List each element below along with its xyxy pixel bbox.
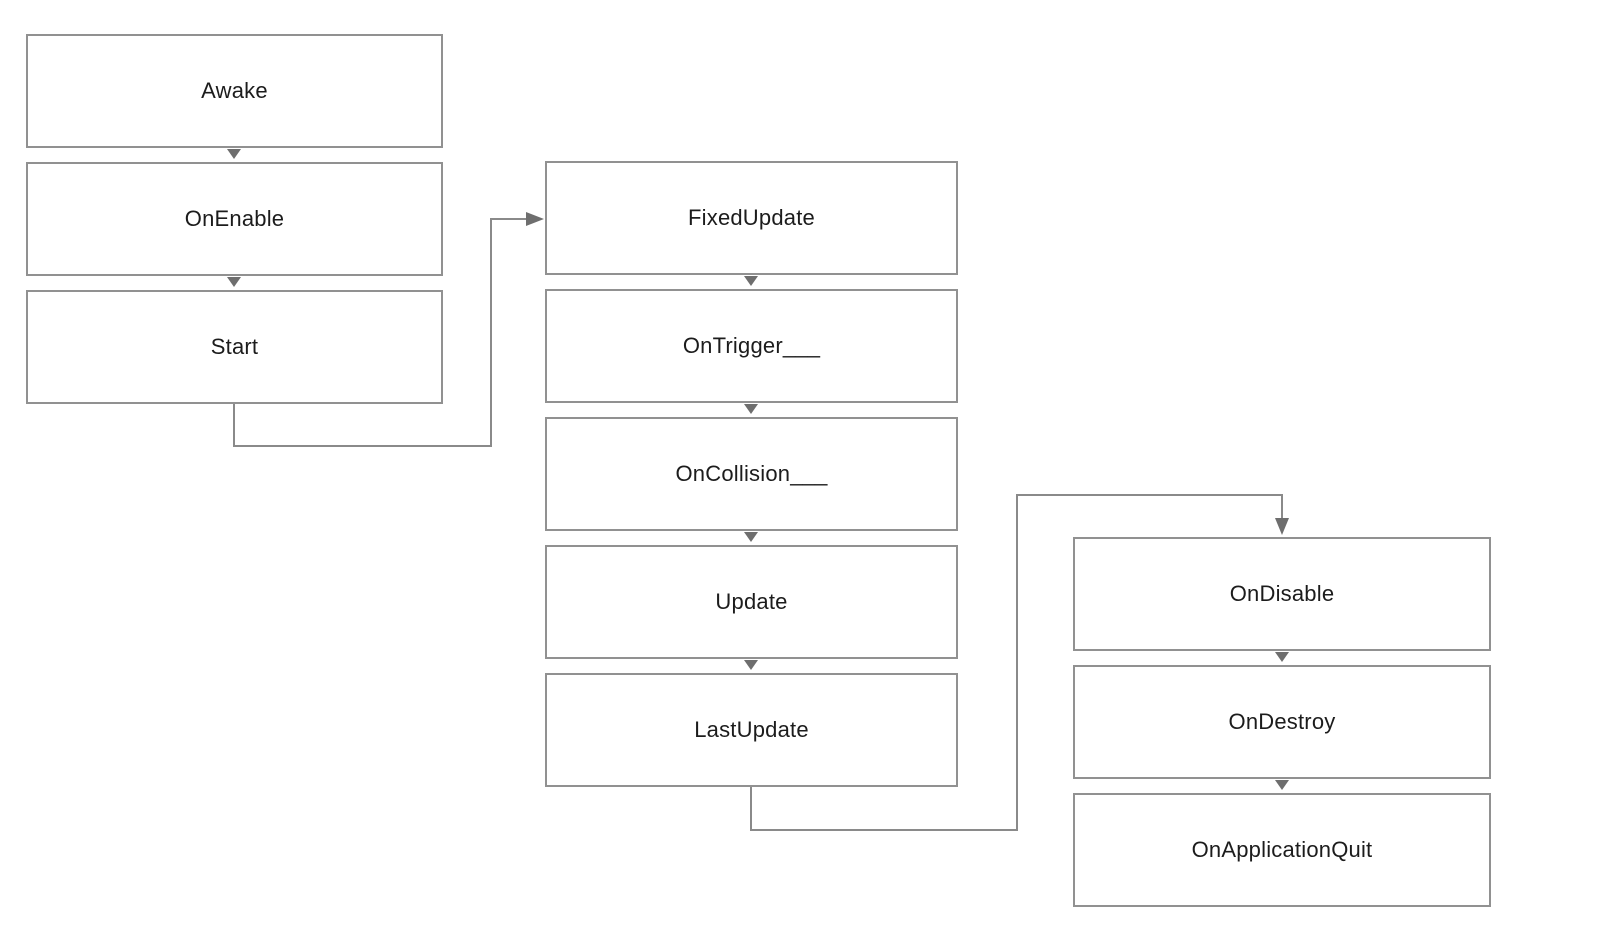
node-fixedupdate-label: FixedUpdate <box>688 205 815 230</box>
arrowhead-awake-onenable-icon <box>227 149 241 159</box>
node-oncollision: OnCollision___ <box>545 417 958 531</box>
edge-lastupdate-to-ondisable <box>750 494 1283 831</box>
node-ontrigger: OnTrigger___ <box>545 289 958 403</box>
arrowhead-update-lastupdate-icon <box>744 660 758 670</box>
node-awake-label: Awake <box>201 78 268 103</box>
node-onenable-label: OnEnable <box>184 206 285 231</box>
arrowhead-into-ondisable-icon <box>1275 518 1289 535</box>
arrowhead-ondestroy-onapplicationquit-icon <box>1275 780 1289 790</box>
node-oncollision-label: OnCollision___ <box>675 461 828 486</box>
node-ondisable-label: OnDisable <box>1229 581 1335 606</box>
node-ondisable: OnDisable <box>1073 537 1491 651</box>
node-onenable: OnEnable <box>26 162 443 276</box>
node-lastupdate: LastUpdate <box>545 673 958 787</box>
node-fixedupdate: FixedUpdate <box>545 161 958 275</box>
node-start: Start <box>26 290 443 404</box>
node-start-label: Start <box>210 334 259 359</box>
arrowhead-ontrigger-oncollision-icon <box>744 404 758 414</box>
arrowhead-fixedupdate-ontrigger-icon <box>744 276 758 286</box>
node-onapplicationquit: OnApplicationQuit <box>1073 793 1491 907</box>
node-ondestroy-label: OnDestroy <box>1228 709 1336 734</box>
node-lastupdate-label: LastUpdate <box>694 717 809 742</box>
arrowhead-onenable-start-icon <box>227 277 241 287</box>
arrowhead-ondisable-ondestroy-icon <box>1275 652 1289 662</box>
node-update-label: Update <box>715 589 788 614</box>
node-update: Update <box>545 545 958 659</box>
arrowhead-into-fixedupdate-icon <box>526 212 544 226</box>
node-onapplicationquit-label: OnApplicationQuit <box>1191 837 1373 862</box>
node-awake: Awake <box>26 34 443 148</box>
edge-start-to-fixedupdate <box>233 218 527 447</box>
arrowhead-oncollision-update-icon <box>744 532 758 542</box>
node-ontrigger-label: OnTrigger___ <box>682 333 821 358</box>
node-ondestroy: OnDestroy <box>1073 665 1491 779</box>
